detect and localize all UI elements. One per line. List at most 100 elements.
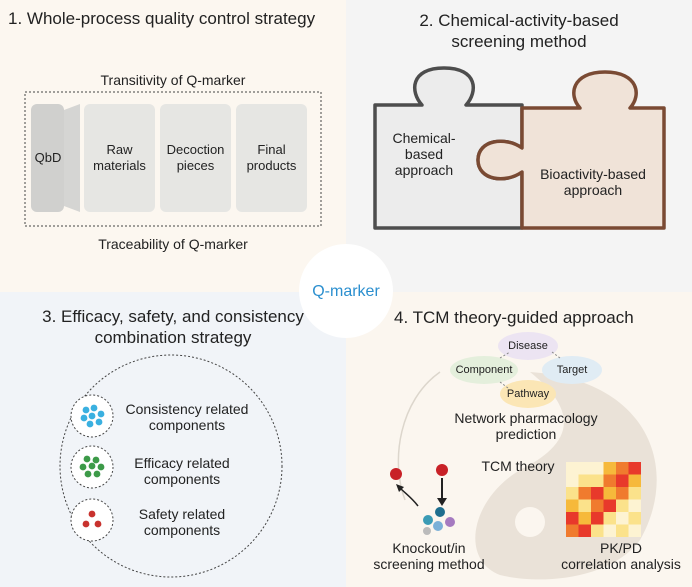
consistency-dot-1 — [82, 406, 90, 414]
consistency-dots — [80, 404, 105, 428]
heatmap-cell — [616, 524, 629, 537]
knockout-arrowhead — [396, 484, 404, 492]
heatmap-cell — [578, 462, 591, 475]
heatmap-cell — [578, 487, 591, 500]
heatmap-cell — [628, 474, 641, 487]
heatmap-cell — [591, 487, 604, 500]
heatmap-cell — [566, 512, 579, 525]
q-marker-hub — [299, 244, 393, 338]
target-label: Target — [556, 364, 588, 376]
knockout-ball-right — [436, 464, 448, 476]
heatmap-cell — [616, 462, 629, 475]
heatmap-cell — [591, 524, 604, 537]
transitivity-caption: Transitivity of Q-marker — [100, 72, 246, 88]
heatmap-cell — [591, 462, 604, 475]
heatmap-cell — [578, 512, 591, 525]
cluster-molecule-5 — [423, 527, 431, 535]
component-label: Component — [455, 364, 513, 376]
heatmap-cell — [628, 499, 641, 512]
heatmap-cell — [566, 499, 579, 512]
heatmap-cell — [603, 512, 616, 525]
final-products-box — [236, 104, 307, 212]
efficacy-dots — [79, 455, 105, 478]
raw-materials-box — [84, 104, 155, 212]
heatmap-cell — [566, 474, 579, 487]
consistency-dot-5 — [88, 412, 96, 420]
q-marker-label: Q-marker — [312, 283, 380, 300]
target-node — [542, 356, 602, 384]
knockout-arrow-line — [398, 486, 419, 507]
qbd-label: QbD — [34, 150, 62, 165]
qbd-funnel — [64, 104, 80, 212]
safety-dot-2 — [82, 520, 90, 528]
heatmap-cell — [591, 512, 604, 525]
consistency-dot-4 — [80, 414, 88, 422]
whole-process-title: 1. Whole-process quality control strateg… — [8, 9, 316, 28]
heatmap-cell — [566, 462, 579, 475]
efficacy-dot-4 — [88, 462, 96, 470]
heatmap-cell — [578, 474, 591, 487]
edge-3 — [499, 381, 509, 389]
puzzle-bioactivity-piece — [476, 70, 666, 230]
knockout-ball-left — [390, 468, 402, 480]
safety-dots — [82, 510, 102, 528]
consistency-dot-6 — [95, 418, 103, 426]
process-frame — [24, 91, 322, 227]
consistency-dot-7 — [86, 420, 94, 428]
efficacy-dot-6 — [84, 470, 92, 478]
consistency-dot-3 — [97, 410, 105, 418]
yin-yang-arc — [397, 371, 441, 501]
heatmap-cell — [603, 462, 616, 475]
pathway-label: Pathway — [506, 388, 550, 400]
disease-node — [498, 332, 558, 360]
heatmap-cell — [566, 524, 579, 537]
components-circle — [59, 354, 283, 578]
cluster-molecule-3 — [433, 521, 443, 531]
efficacy-dot-3 — [79, 463, 87, 471]
heatmap-cell — [616, 512, 629, 525]
qbd-box — [31, 104, 64, 212]
component-node — [450, 356, 518, 384]
heatmap-cell — [616, 487, 629, 500]
heatmap-cell — [578, 499, 591, 512]
heatmap-cell — [628, 462, 641, 475]
tcm-theory-label: TCM theory — [481, 458, 555, 474]
efficacy-dot-2 — [92, 456, 100, 464]
quadrant-efficacy-safety — [0, 292, 346, 587]
heatmap-cell — [591, 499, 604, 512]
tcm-title: 4. TCM theory-guided approach — [394, 308, 634, 327]
heatmap-cell — [603, 499, 616, 512]
yin-yang-dot — [515, 507, 545, 537]
safety-circle — [70, 498, 114, 542]
consistency-dot-2 — [90, 404, 98, 412]
heatmap-cell — [591, 474, 604, 487]
cluster-molecule-2 — [423, 515, 433, 525]
heatmap-cell — [603, 524, 616, 537]
heatmap-cell — [616, 499, 629, 512]
heatmap-cell — [628, 487, 641, 500]
cluster-molecule-1 — [435, 507, 445, 517]
efficacy-dot-1 — [83, 455, 91, 463]
edge-2 — [551, 351, 561, 359]
heatmap-cell — [628, 512, 641, 525]
pkpd-heatmap — [566, 462, 641, 537]
cluster-molecule-4 — [445, 517, 455, 527]
heatmap-cell — [628, 524, 641, 537]
pathway-node — [500, 380, 556, 408]
safety-dot-3 — [94, 520, 102, 528]
heatmap-cell — [603, 487, 616, 500]
heatmap-cell — [578, 524, 591, 537]
heatmap-cell — [566, 487, 579, 500]
